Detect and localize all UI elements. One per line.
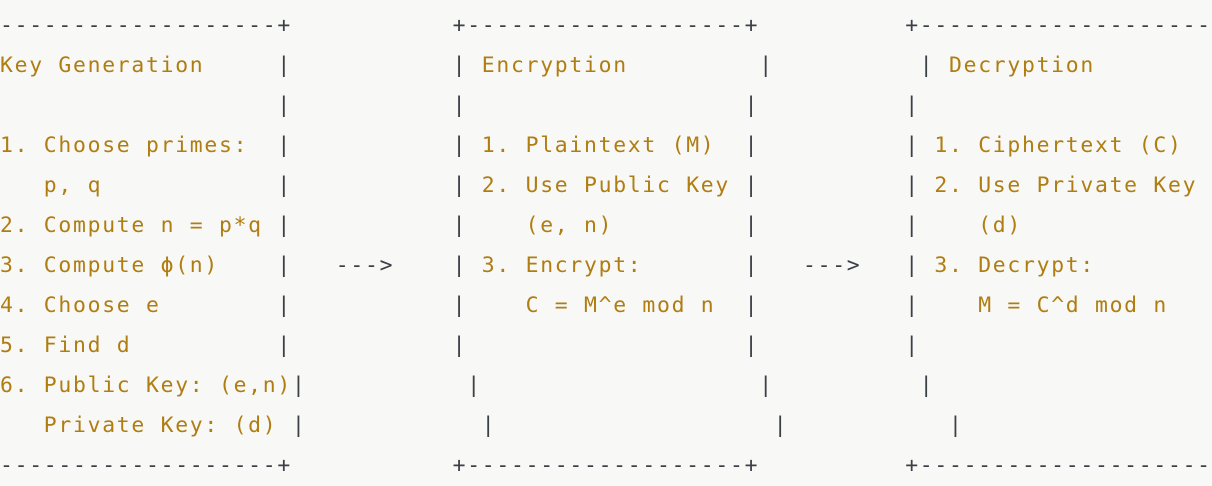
box-border-segment: |: [306, 373, 482, 398]
box-border-segment: |: [292, 333, 468, 358]
row-step-4: 4. Choose e | | C = M^e mod n | | M = C^…: [0, 286, 1212, 326]
box-border-segment: |: [496, 413, 789, 438]
box-border-segment: |: [759, 173, 920, 198]
box-border-segment: |: [759, 213, 920, 238]
box-border-segment: |: [759, 293, 920, 318]
box-border-segment: +--------------------: [905, 13, 1212, 38]
box-border-segment: |: [160, 293, 292, 318]
box-border-segment: |: [292, 93, 468, 118]
box-border-segment: |: [759, 133, 920, 158]
box-border-segment: |: [277, 413, 307, 438]
box-border-segment: -------------------+: [0, 13, 292, 38]
box-border-segment: |: [730, 173, 760, 198]
row-step-6: 6. Public Key: (e,n)| | | |: [0, 366, 1212, 406]
row-step-3: 3. Compute ϕ(n) | ---> | 3. Encrypt: | -…: [0, 246, 1212, 286]
box-text-segment: 3. Decrypt:: [919, 253, 1096, 278]
box-text-segment: 3. Encrypt:: [467, 253, 643, 278]
row-titles: Key Generation | | Encryption | | Decryp…: [0, 46, 1212, 86]
flow-arrow-icon: --->: [292, 253, 453, 278]
row-bottom-border: -------------------+ +------------------…: [0, 446, 1212, 486]
box-border-segment: |: [715, 133, 760, 158]
row-step-6b: Private Key: (d) | | | |: [0, 406, 1212, 446]
box-border-segment: |: [467, 333, 760, 358]
box-text-segment: Decryption: [934, 53, 1095, 78]
box-border-segment: |: [292, 373, 307, 398]
box-text-segment: 1. Plaintext (M): [467, 133, 716, 158]
box-text-segment: p, q: [0, 173, 103, 198]
row-step-1: 1. Choose primes: | | 1. Plaintext (M) |…: [0, 126, 1212, 166]
row-blank-1: | | | |: [0, 86, 1212, 126]
box-text-segment: Private Key: (d): [0, 413, 278, 438]
box-border-segment: |: [292, 53, 468, 78]
box-border-segment: |: [627, 53, 774, 78]
box-text-segment: 2. Use Private Key: [919, 173, 1198, 198]
box-border-segment: |: [131, 333, 292, 358]
box-border-segment: |: [292, 133, 468, 158]
box-border-segment: [292, 453, 453, 478]
box-text-segment: 1. Choose primes:: [0, 133, 249, 158]
box-text-segment: (e, n): [467, 213, 614, 238]
box-border-segment: |: [773, 373, 935, 398]
box-border-segment: |: [248, 133, 292, 158]
box-border-segment: |: [759, 333, 920, 358]
box-border-segment: |: [613, 213, 760, 238]
box-border-segment: |: [204, 53, 292, 78]
box-border-segment: |: [715, 293, 760, 318]
box-border-segment: |: [262, 213, 292, 238]
box-text-segment: 6. Public Key: (e,n): [0, 373, 292, 398]
box-text-segment: Key Generation: [0, 53, 205, 78]
box-border-segment: |: [292, 213, 468, 238]
box-text-segment: Encryption: [467, 53, 628, 78]
box-border-segment: |: [788, 413, 964, 438]
row-step-1b: p, q | | 2. Use Public Key | | 2. Use Pr…: [0, 166, 1212, 206]
box-border-segment: |: [0, 93, 292, 118]
row-top-border: -------------------+ +------------------…: [0, 6, 1212, 46]
box-border-segment: |: [306, 413, 497, 438]
box-border-segment: [759, 13, 905, 38]
box-text-segment: 5. Find d: [0, 333, 132, 358]
box-text-segment: 4. Choose e: [0, 293, 161, 318]
box-border-segment: [292, 13, 453, 38]
box-border-segment: |: [467, 93, 760, 118]
box-text-segment: M = C^d mod n: [919, 293, 1168, 318]
box-border-segment: |: [292, 173, 468, 198]
box-border-segment: |: [102, 173, 292, 198]
box-border-segment: |: [905, 253, 920, 278]
box-border-segment: +-------------------+: [452, 453, 760, 478]
box-border-segment: |: [642, 253, 760, 278]
box-text-segment: 2. Use Public Key: [467, 173, 730, 198]
row-step-2: 2. Compute n = p*q | | (e, n) | | (d): [0, 206, 1212, 246]
box-border-segment: +--------------------: [905, 453, 1212, 478]
box-border-segment: |: [219, 253, 292, 278]
box-text-segment: 1. Ciphertext (C): [919, 133, 1183, 158]
box-text-segment: (d): [919, 213, 1022, 238]
box-text-segment: 2. Compute n = p*q: [0, 213, 263, 238]
box-text-segment: 3. Compute ϕ(n): [0, 253, 219, 278]
flow-arrow-icon: --->: [759, 253, 906, 278]
box-border-segment: |: [452, 253, 468, 278]
box-border-segment: |: [773, 53, 935, 78]
box-border-segment: [759, 453, 905, 478]
rsa-ascii-diagram: -------------------+ +------------------…: [0, 6, 1212, 478]
box-border-segment: +-------------------+: [452, 13, 760, 38]
box-border-segment: -------------------+: [0, 453, 292, 478]
box-text-segment: C = M^e mod n: [467, 293, 716, 318]
box-border-segment: |: [481, 373, 774, 398]
row-step-5: 5. Find d | | | |: [0, 326, 1212, 366]
box-border-segment: |: [292, 293, 468, 318]
box-border-segment: |: [759, 93, 920, 118]
